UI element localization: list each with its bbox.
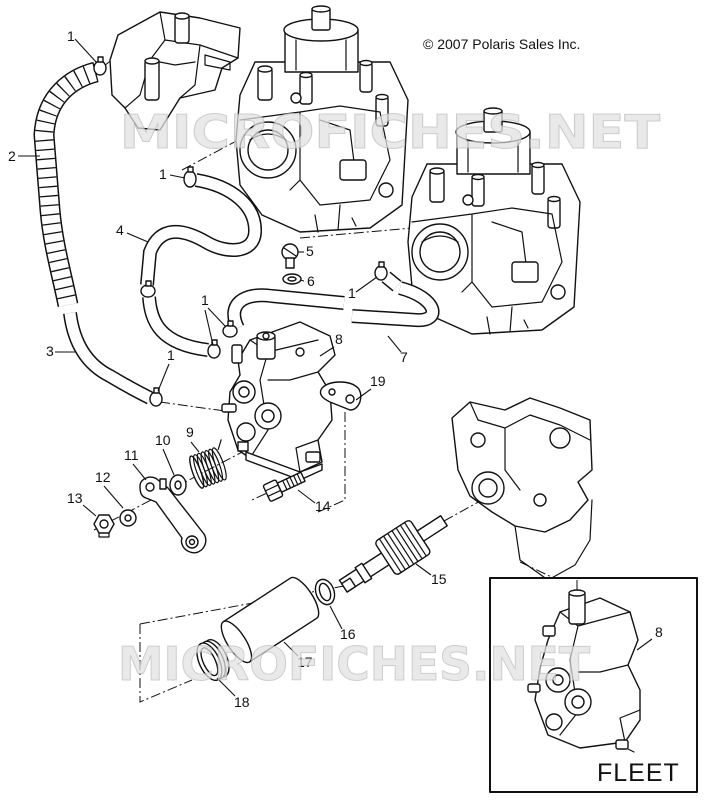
return-spring — [189, 439, 227, 489]
shaft-sleeve — [220, 576, 320, 664]
hose-4 — [140, 173, 262, 357]
pump-gasket — [319, 381, 362, 411]
callout-11: 11 — [124, 447, 139, 463]
callout-2: 2 — [8, 148, 16, 164]
callout-1-carb-clamp: 1 — [159, 166, 167, 182]
callout-15: 15 — [431, 571, 447, 587]
callout-3: 3 — [46, 343, 54, 359]
callout-18: 18 — [234, 694, 250, 710]
callout-16: 16 — [340, 626, 356, 642]
inset-label-fleet: FLEET — [597, 759, 680, 787]
leader-lines — [18, 38, 432, 697]
callout-19: 19 — [370, 373, 386, 389]
callout-14: 14 — [315, 498, 331, 514]
callout-4: 4 — [116, 222, 124, 238]
hose-clamp-hose-4 — [140, 280, 156, 298]
hose-clamp-lower — [149, 387, 163, 407]
callout-1-top-clamp: 1 — [67, 28, 75, 44]
sealing-washer — [282, 273, 302, 285]
seal-18 — [196, 638, 230, 682]
mounting-bolt — [262, 471, 306, 502]
hose-clamp-top-left — [93, 56, 107, 76]
pump-drive-shaft — [338, 515, 448, 593]
inset-fleet: 8 FLEET — [489, 577, 698, 793]
banjo-screw — [281, 243, 299, 269]
inset-leader — [636, 638, 653, 651]
callout-12: 12 — [95, 469, 111, 485]
callout-7: 7 — [400, 349, 408, 365]
callout-6: 6 — [307, 273, 315, 289]
callout-13: 13 — [67, 490, 83, 506]
pump-lever — [139, 476, 207, 554]
hose-clamp-carb — [183, 166, 197, 188]
oil-pump — [221, 321, 336, 481]
callout-8: 8 — [335, 331, 343, 347]
washer-10 — [169, 474, 187, 496]
lock-nut — [93, 514, 115, 538]
callout-labels: 1 2 1 4 5 6 1 1 8 7 3 1 19 9 10 11 12 13… — [8, 28, 447, 710]
callout-10: 10 — [155, 432, 171, 448]
inset-callout-8: 8 — [655, 624, 663, 640]
watermark-top: MICROFICHES.NET — [120, 105, 661, 159]
watermark-bottom: MICROFICHES.NET — [118, 637, 591, 691]
o-ring-16 — [314, 578, 336, 606]
hose-clamp-pump-upper — [222, 320, 238, 338]
hose-2-corrugated — [33, 61, 99, 308]
callout-1-lower-clamp: 1 — [167, 347, 175, 363]
intake-bracket — [109, 11, 241, 131]
callout-5: 5 — [306, 243, 314, 259]
hose-3 — [63, 311, 154, 405]
inset-oil-pump — [527, 589, 641, 753]
callout-1-right-clamp: 1 — [348, 285, 356, 301]
callout-1-pump-clamps: 1 — [201, 292, 209, 308]
hose-clamp-right — [374, 261, 388, 281]
callout-17: 17 — [297, 654, 313, 670]
hose-clamp-pump-lower — [207, 339, 221, 359]
copyright-notice: © 2007 Polaris Sales Inc. — [423, 36, 580, 52]
washer-12 — [119, 509, 137, 527]
callout-9: 9 — [186, 424, 194, 440]
crankcase-section — [451, 397, 593, 581]
hose-7 — [227, 271, 440, 332]
